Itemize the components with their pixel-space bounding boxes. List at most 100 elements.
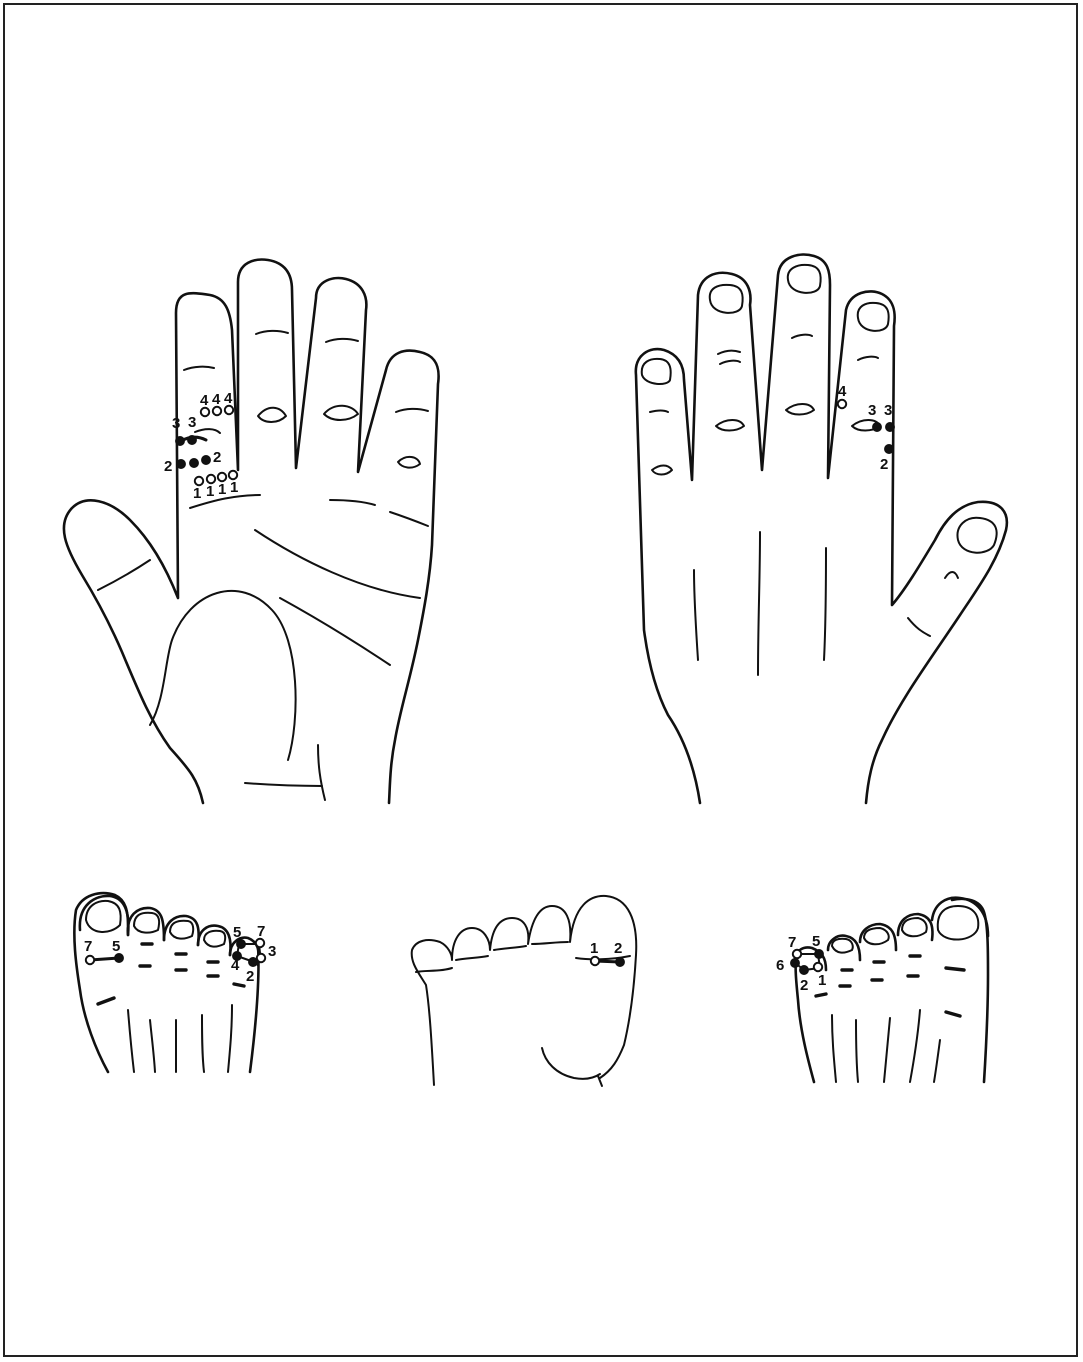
right-foot-point-4-filled — [800, 966, 808, 974]
right-foot-outline-right — [952, 899, 988, 1082]
left-foot-figure — [74, 893, 258, 1072]
right-foot-crease-9 — [816, 994, 826, 996]
left-foot-crease-8 — [98, 998, 114, 1004]
left-foot-line-2 — [150, 1020, 155, 1072]
left-thenar-line — [150, 591, 296, 760]
left-foot-point-3-filled — [237, 940, 245, 948]
center-foot-point-2-filled — [616, 958, 624, 966]
left-foot-point-label-4: 7 — [257, 923, 265, 940]
center-foot-figure — [412, 896, 637, 1086]
right-thumb-crease — [945, 572, 958, 578]
left-palm-point-label-4: 3 — [172, 415, 180, 432]
right-foot-point-label-2: 5 — [812, 933, 820, 950]
left-index-crease-top — [184, 367, 214, 370]
right-foot-point-label-3: 6 — [776, 957, 784, 974]
right-knuckle-2 — [652, 466, 672, 475]
right-hand-back-point-4-filled — [885, 445, 893, 453]
left-foot-point-5-open — [257, 954, 265, 962]
center-foot-point-label-1: 1 — [590, 940, 598, 957]
right-hand-back-figure — [636, 255, 1007, 803]
left-palm-point-2-open — [213, 407, 221, 415]
left-foot-point-label-3: 5 — [233, 924, 241, 941]
right-nail-thumb — [958, 518, 997, 553]
center-toe-crease-3 — [494, 946, 526, 950]
right-knuckle-4 — [720, 361, 740, 364]
right-foot-point-3-filled — [791, 959, 799, 967]
left-palm-crease-5 — [390, 512, 428, 526]
left-middle-crease-mid — [258, 408, 286, 422]
left-palm-point-5-filled — [188, 436, 196, 444]
right-tendon-1 — [694, 570, 698, 660]
right-thumb-crease-2 — [908, 618, 930, 636]
left-foot-point-4-open — [256, 939, 264, 947]
left-ring-crease-mid — [324, 406, 358, 420]
right-tendon-3 — [824, 548, 826, 660]
left-palm-point-label-5: 3 — [188, 414, 196, 431]
right-foot-point-2-filled — [815, 950, 823, 958]
right-hand-back-point-label-4: 2 — [880, 456, 888, 473]
left-palm-point-label-6: 2 — [164, 458, 172, 475]
left-foot-point-2-filled — [115, 954, 123, 962]
left-foot-line-1 — [128, 1010, 134, 1072]
left-palm-point-label-8: 2 — [213, 449, 221, 466]
left-foot-line-5 — [228, 1005, 232, 1072]
left-foot-point-label-7: 2 — [246, 968, 254, 985]
right-foot-line-3 — [884, 1018, 890, 1082]
left-toe-3-nail — [170, 921, 193, 939]
left-toe-2-nail — [134, 913, 159, 933]
right-foot-point-label-5: 1 — [818, 972, 826, 989]
left-palm-crease-2 — [280, 598, 390, 665]
right-foot-point-1-open — [793, 950, 801, 958]
right-knuckle-8 — [858, 357, 878, 360]
left-palm-point-label-3: 4 — [224, 390, 233, 407]
right-knuckle-7 — [786, 404, 814, 415]
left-palm-outline — [64, 260, 439, 803]
right-knuckle-5 — [716, 420, 744, 431]
right-foot-figure — [796, 898, 988, 1082]
right-hand-back-point-label-1: 4 — [838, 383, 847, 400]
left-palm-point-9-open — [195, 477, 203, 485]
left-middle-crease-top — [256, 331, 288, 334]
center-heel — [542, 1048, 600, 1079]
left-palm-figure — [64, 260, 439, 803]
left-big-toe-nail — [86, 901, 121, 932]
right-foot-crease-1 — [946, 968, 964, 970]
left-foot-point-label-5: 3 — [268, 943, 276, 960]
left-palm-point-11-open — [218, 473, 226, 481]
right-foot-line-2 — [856, 1020, 858, 1082]
left-foot-point-label-1: 7 — [84, 938, 92, 955]
left-palm-point-label-12: 1 — [230, 479, 238, 496]
left-wrist-crease — [245, 783, 322, 786]
left-palm-point-7-filled — [190, 459, 198, 467]
left-palm-point-6-filled — [177, 460, 185, 468]
left-little-crease-mid — [398, 457, 420, 468]
right-foot-point-label-1: 7 — [788, 934, 796, 951]
center-toe-crease-1 — [416, 968, 452, 972]
left-foot-point-label-6: 4 — [231, 957, 240, 974]
right-knuckle-3 — [718, 351, 740, 354]
right-nail-ring — [788, 265, 821, 293]
right-nail-middle — [710, 285, 743, 313]
right-foot-line-4 — [910, 1010, 920, 1082]
right-nail-index — [642, 359, 671, 384]
right-hand-outline — [636, 255, 1007, 803]
left-ring-crease-top — [326, 339, 358, 342]
right-knuckle-6 — [792, 335, 812, 338]
right-knuckle-1 — [650, 411, 668, 413]
left-wrist-line — [318, 745, 325, 800]
left-palm-point-label-9: 1 — [193, 485, 201, 502]
left-palm-point-1-open — [201, 408, 209, 416]
right-foot-line-1 — [832, 1015, 836, 1082]
left-palm-crease-4 — [330, 500, 375, 505]
left-toe-4-nail — [204, 931, 225, 947]
right-big-toe-nail — [938, 906, 979, 940]
center-foot-point-1-open — [591, 957, 599, 965]
left-palm-point-label-1: 4 — [200, 392, 209, 409]
right-toe-2-nail — [902, 918, 927, 936]
right-toe-4-nail — [832, 939, 853, 953]
left-foot-point-1-open — [86, 956, 94, 964]
right-tendon-2 — [758, 532, 760, 675]
left-palm-point-label-2: 4 — [212, 391, 221, 408]
right-hand-back-point-label-2: 3 — [868, 402, 876, 419]
